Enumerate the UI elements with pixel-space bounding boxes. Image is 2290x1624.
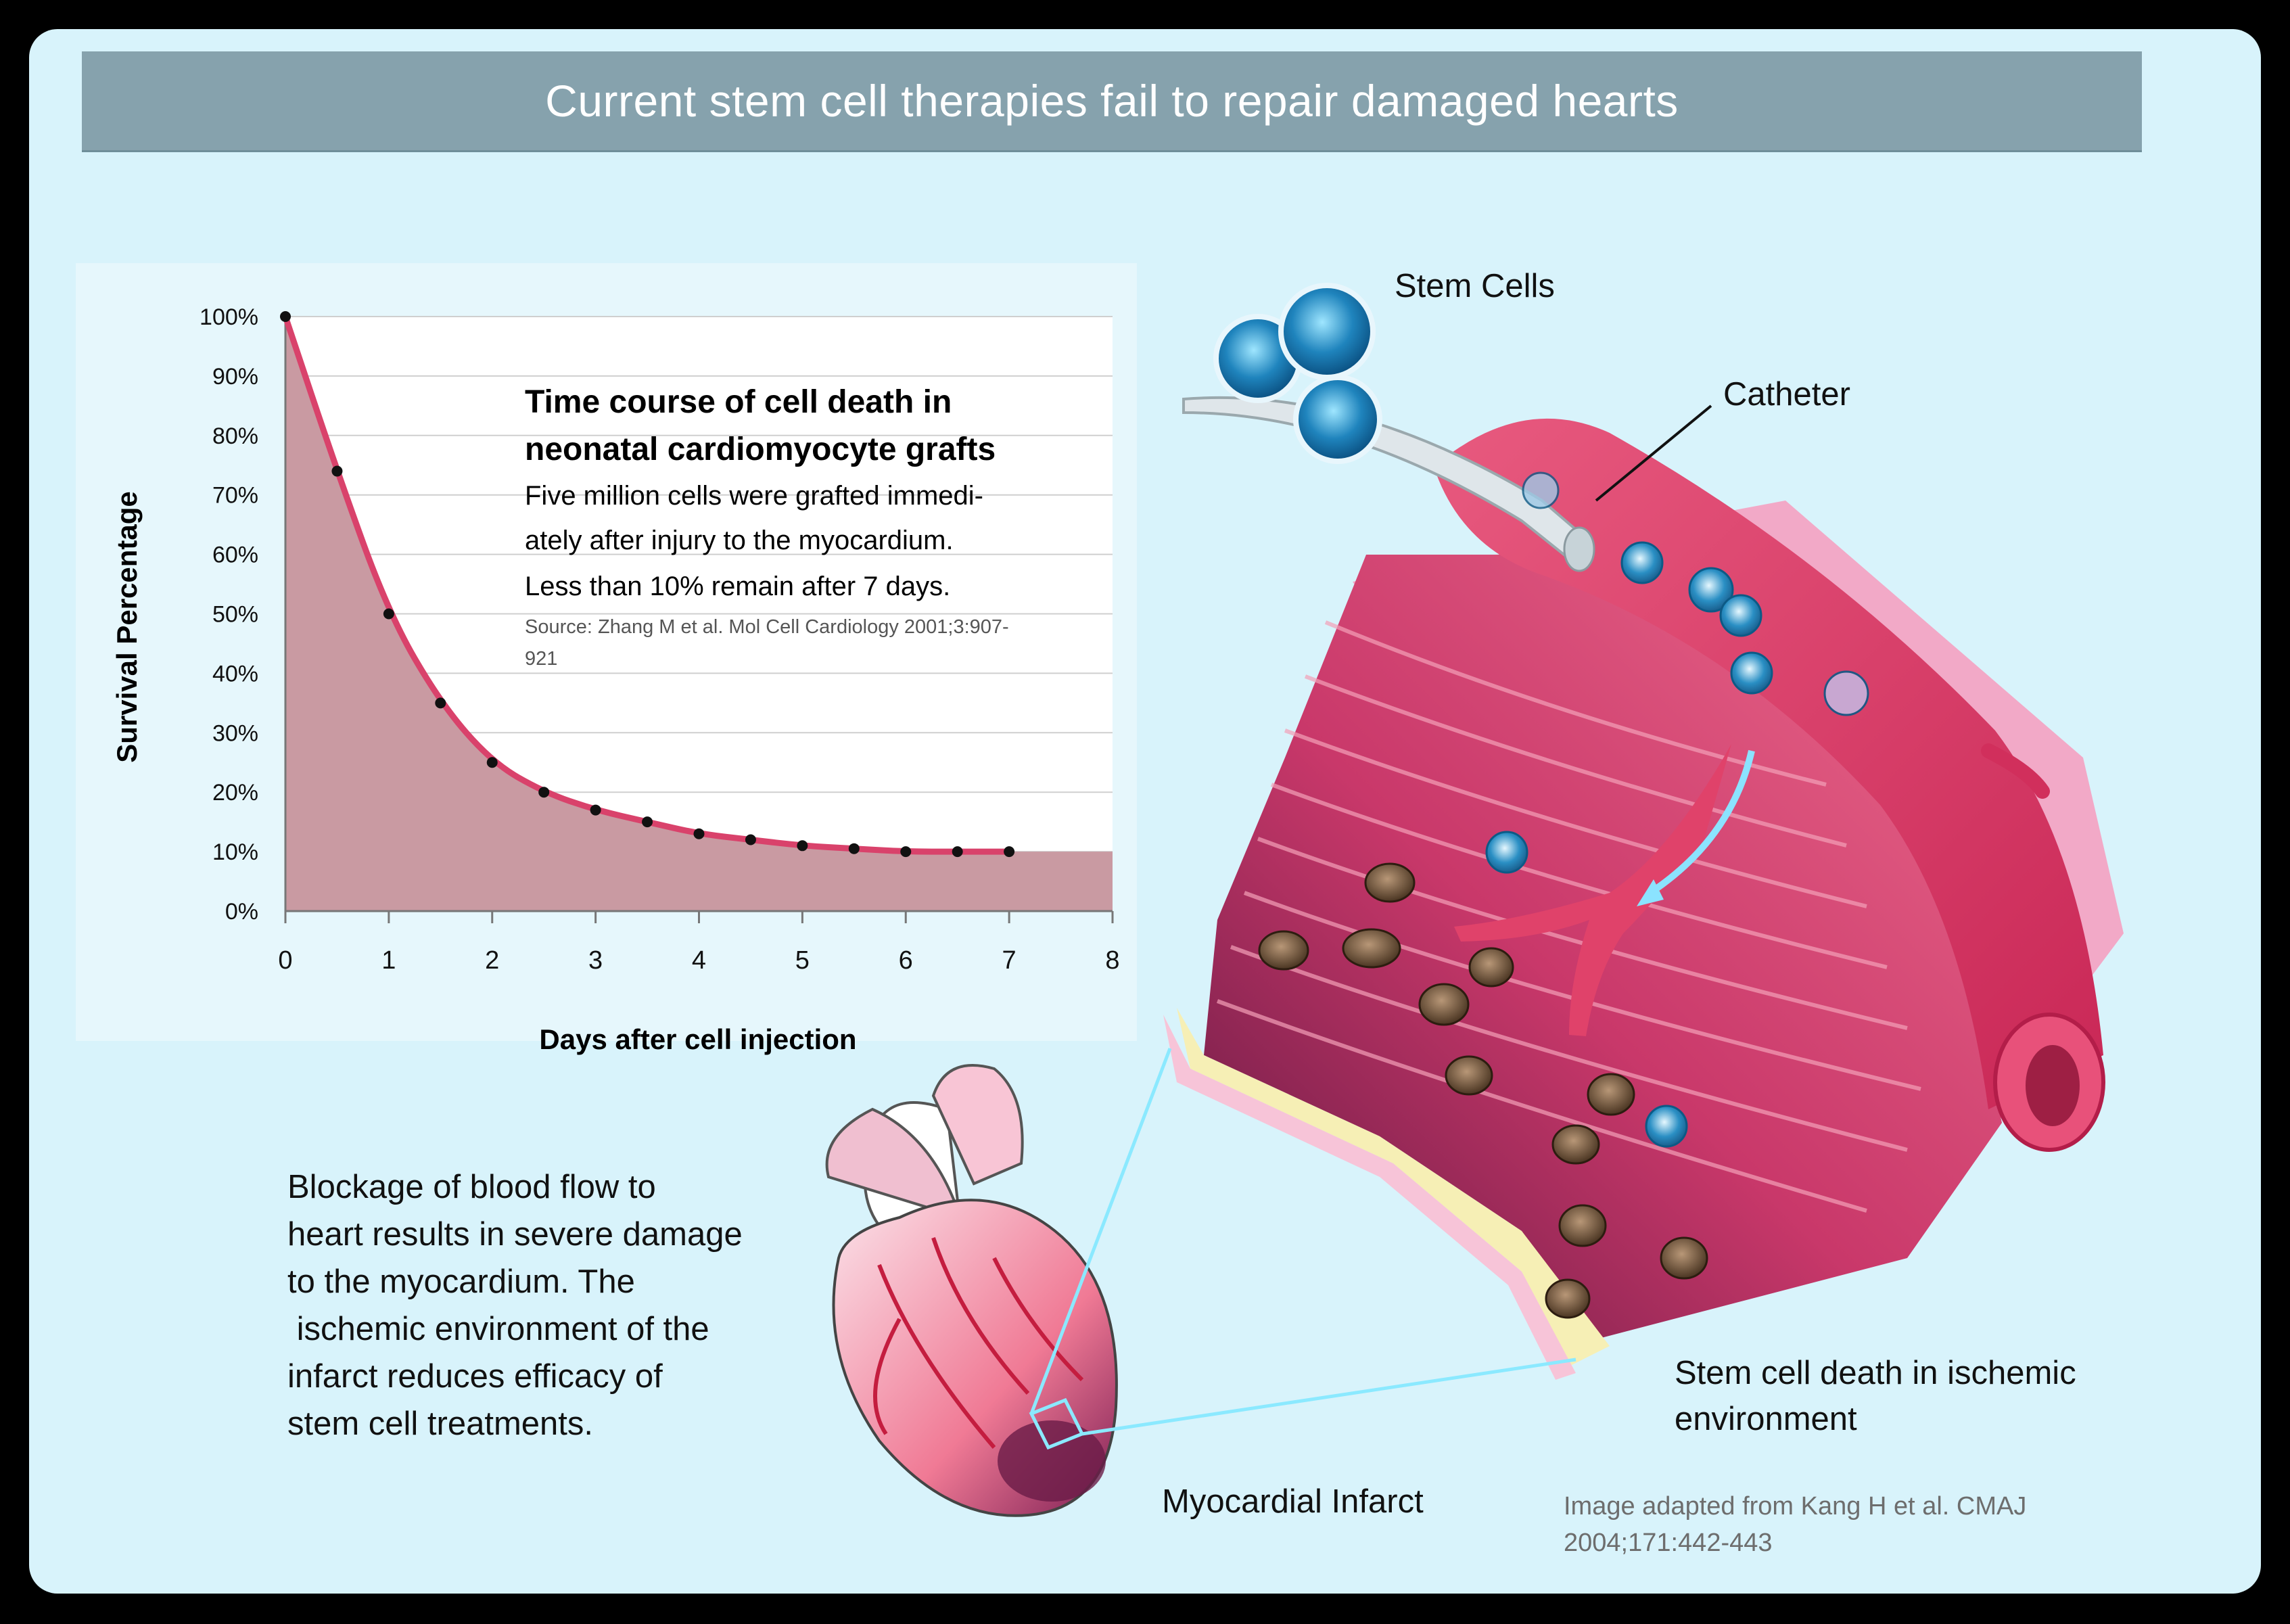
blood-vessel: [1434, 418, 2103, 1109]
credit-line2: 2004;171:442-443: [1564, 1529, 1773, 1557]
x-tick-label: 4: [692, 946, 706, 975]
data-point: [435, 697, 446, 709]
y-tick-label: 70%: [212, 483, 258, 509]
heart: [825, 1064, 1118, 1517]
muscle-fibers: [1216, 620, 1921, 1213]
dead-cells: [1258, 862, 1708, 1319]
chart-annotation: Time course of cell death in neonatal ca…: [525, 379, 1134, 675]
annotation-source1: Source: Zhang M et al. Mol Cell Cardiolo…: [525, 616, 1009, 638]
flow-arrow: [1648, 749, 1755, 896]
x-tick-label: 1: [381, 946, 396, 975]
label-stem-cell-death-2: environment: [1675, 1401, 1857, 1437]
x-tick-label: 2: [485, 946, 499, 975]
data-point: [331, 465, 343, 477]
data-point: [848, 843, 860, 854]
data-point: [693, 828, 705, 839]
title-bar: Current stem cell therapies fail to repa…: [82, 51, 2142, 152]
y-tick-label: 40%: [212, 661, 258, 687]
annotation-body3: Less than 10% remain after 7 days.: [525, 572, 951, 601]
x-tick-label: 6: [899, 946, 913, 975]
explanation-paragraph: Blockage of blood flow to heart results …: [287, 1163, 815, 1447]
x-tick-label: 3: [588, 946, 603, 975]
data-point: [1004, 846, 1015, 858]
paragraph-line: to the myocardium. The: [287, 1263, 635, 1300]
credit-line1: Image adapted from Kang H et al. CMAJ: [1564, 1492, 2027, 1521]
label-stem-cells: Stem Cells: [1395, 268, 1555, 304]
paragraph-line: ischemic environment of the: [287, 1311, 709, 1347]
label-stem-cell-death-1: Stem cell death in ischemic: [1675, 1355, 2076, 1391]
image-credit: Image adapted from Kang H et al. CMAJ 20…: [1564, 1488, 2026, 1561]
fat-layer: [1177, 1008, 1610, 1366]
x-tick-label: 7: [1002, 946, 1017, 975]
y-tick-label: 0%: [225, 899, 258, 925]
data-point: [797, 840, 808, 852]
y-tick-label: 80%: [212, 423, 258, 449]
data-point: [900, 846, 912, 858]
data-point: [383, 608, 394, 620]
paragraph-line: Blockage of blood flow to: [287, 1169, 656, 1205]
y-tick-label: 100%: [200, 304, 258, 330]
data-point: [642, 816, 653, 828]
data-point: [486, 757, 498, 768]
annotation-source2: 921: [525, 648, 558, 670]
y-tick-label: 30%: [212, 720, 258, 746]
stem-cells-in-vessel: [1485, 471, 1869, 1148]
x-axis-label: Days after cell injection: [539, 1023, 857, 1055]
y-tick-label: 10%: [212, 839, 258, 865]
data-point: [745, 834, 756, 845]
data-point: [952, 846, 963, 858]
chart-title-line1: Time course of cell death in: [525, 384, 952, 420]
data-point: [590, 804, 601, 816]
label-catheter: Catheter: [1723, 376, 1850, 413]
paragraph-line: infarct reduces efficacy of: [287, 1358, 663, 1395]
annotation-body1: Five million cells were grafted immedi-: [525, 481, 983, 511]
label-myocardial-infarct: Myocardial Infarct: [1162, 1483, 1424, 1520]
paragraph-line: heart results in severe damage: [287, 1216, 743, 1253]
stem-cells-large: [1213, 283, 1382, 464]
page-title: Current stem cell therapies fail to repa…: [545, 76, 1679, 126]
x-tick-label: 8: [1105, 946, 1119, 975]
artery-branch: [1454, 744, 1731, 1036]
data-point: [280, 311, 291, 322]
chart-title-line2: neonatal cardiomyocyte grafts: [525, 432, 996, 467]
y-tick-label: 60%: [212, 542, 258, 568]
y-tick-label: 20%: [212, 780, 258, 806]
x-tick-label: 5: [795, 946, 810, 975]
paragraph-line: stem cell treatments.: [287, 1406, 594, 1442]
data-point: [538, 787, 550, 798]
y-tick-label: 90%: [212, 364, 258, 390]
x-tick-label: 0: [278, 946, 292, 975]
annotation-body2: ately after injury to the myocardium.: [525, 526, 954, 555]
y-tick-label: 50%: [212, 602, 258, 628]
